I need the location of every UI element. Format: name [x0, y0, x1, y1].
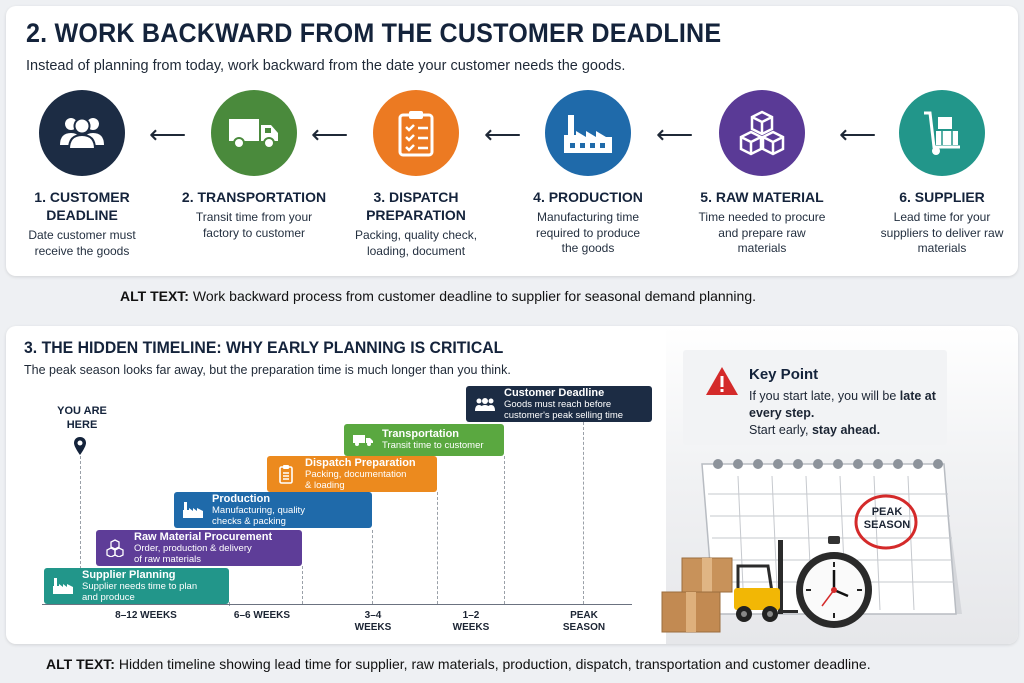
factory-icon — [545, 90, 631, 176]
key-point-text2: Start early, — [749, 423, 812, 437]
alt-label: ALT TEXT: — [120, 288, 189, 304]
stopwatch-icon — [792, 534, 876, 635]
bar-title: Customer Deadline — [504, 386, 605, 399]
step-desc: Manufacturing time required to produce t… — [535, 210, 641, 255]
step-title: 3. DISPATCH PREPARATION — [366, 189, 466, 223]
tick-label: 8–12 WEEKS — [115, 610, 177, 621]
alt-label: ALT TEXT: — [46, 656, 115, 672]
bar-title: Supplier Planning — [82, 568, 176, 581]
boxes-icon — [104, 539, 126, 557]
people-icon — [39, 90, 125, 176]
handtruck-icon — [899, 90, 985, 176]
step-title: 5. RAW MATERIAL — [700, 189, 824, 205]
tick-label: 6–6 WEEKS — [233, 610, 291, 621]
hidden-timeline-card: 3. THE HIDDEN TIMELINE: WHY EARLY PLANNI… — [6, 326, 1018, 644]
alt-text-section3: ALT TEXT: Hidden timeline showing lead t… — [46, 656, 871, 672]
bar-title: Production — [212, 492, 271, 505]
clipboard-icon — [373, 90, 459, 176]
step-title: 2. TRANSPORTATION — [181, 189, 327, 205]
key-point-text1: If you start late, you will be — [749, 389, 900, 403]
bar-desc: Manufacturing, quality checks & packing — [212, 504, 305, 527]
cardboard-boxes-icon — [660, 554, 750, 641]
tick-label: 3–4 WEEKS — [354, 610, 392, 633]
factory-icon — [182, 501, 204, 519]
key-point-bold2: stay ahead. — [811, 423, 881, 437]
step-production: 4. PRODUCTION Manufacturing time require… — [508, 90, 668, 257]
step-desc: Lead time for your suppliers to deliver … — [880, 210, 1004, 255]
left-arrow-icon: ⟵ — [839, 119, 877, 149]
people-icon — [474, 396, 496, 412]
tick-label: 1–2 WEEKS — [452, 610, 490, 633]
section2-title: 2. WORK BACKWARD FROM THE CUSTOMER DEADL… — [26, 18, 722, 48]
step-dispatch-preparation: 3. DISPATCH PREPARATION Packing, quality… — [336, 90, 496, 259]
step-transportation: 2. TRANSPORTATION Transit time from your… — [174, 90, 334, 241]
gridline — [583, 422, 584, 604]
alt-text: Work backward process from customer dead… — [192, 288, 757, 304]
bar-desc: Order, production & delivery of raw mate… — [134, 542, 252, 565]
bar-desc: Supplier needs time to plan and produce — [82, 580, 198, 603]
forklift-icon — [728, 536, 798, 631]
step-supplier: 6. SUPPLIER Lead time for your suppliers… — [862, 90, 1022, 257]
step-customer-deadline: 1. CUSTOMER DEADLINE Date customer must … — [2, 90, 162, 259]
key-point-text: If you start late, you will be late at e… — [749, 388, 939, 439]
bar-desc: Packing, documentation & loading — [305, 468, 407, 491]
gridline — [437, 492, 438, 604]
timeline-axis — [42, 604, 632, 605]
factory-icon — [52, 577, 74, 595]
key-point-bold1: late at every step. — [749, 389, 936, 420]
step-title: 4. PRODUCTION — [533, 189, 643, 205]
bar-desc: Goods must reach before customer's peak … — [504, 398, 624, 421]
gridline — [504, 456, 505, 604]
clipboard-icon — [275, 464, 297, 484]
key-point-title: Key Point — [749, 366, 819, 383]
step-desc: Time needed to procure and prepare raw m… — [698, 210, 826, 255]
you-are-here-line — [80, 456, 81, 574]
gridline — [302, 566, 303, 604]
boxes-icon — [719, 90, 805, 176]
step-title: 1. CUSTOMER DEADLINE — [34, 189, 130, 223]
left-arrow-icon: ⟵ — [149, 119, 187, 149]
left-arrow-icon: ⟵ — [311, 119, 349, 149]
step-desc: Date customer must receive the goods — [28, 228, 136, 258]
step-raw-material: 5. RAW MATERIAL Time needed to procure a… — [682, 90, 842, 257]
bar-desc: Transit time to customer — [382, 440, 484, 451]
warning-icon — [705, 366, 739, 401]
section3-title: 3. THE HIDDEN TIMELINE: WHY EARLY PLANNI… — [24, 338, 504, 357]
location-pin-icon — [73, 436, 87, 461]
alt-text: Hidden timeline showing lead time for su… — [118, 656, 871, 672]
truck-icon — [352, 433, 374, 447]
section3-subtitle: The peak season looks far away, but the … — [24, 363, 511, 377]
tick-label: PEAK SEASON — [562, 610, 606, 633]
truck-icon — [211, 90, 297, 176]
key-point-box: Key Point If you start late, you will be… — [683, 350, 947, 445]
bar-title: Raw Material Procurement — [134, 530, 273, 543]
bar-title: Transportation — [382, 428, 460, 440]
left-arrow-icon: ⟵ — [656, 119, 694, 149]
work-backward-card: 2. WORK BACKWARD FROM THE CUSTOMER DEADL… — [6, 6, 1018, 276]
you-are-here-label: YOU ARE HERE — [57, 405, 107, 431]
section2-subtitle: Instead of planning from today, work bac… — [26, 58, 626, 74]
alt-text-section2: ALT TEXT: Work backward process from cus… — [120, 288, 756, 304]
gridline — [372, 530, 373, 604]
step-desc: Packing, quality check, loading, documen… — [354, 228, 478, 258]
bar-title: Dispatch Preparation — [305, 456, 416, 469]
step-title: 6. SUPPLIER — [899, 189, 985, 205]
calendar-stamp: PEAK SEASON — [863, 506, 911, 531]
step-desc: Transit time from your factory to custom… — [195, 210, 313, 240]
left-arrow-icon: ⟵ — [484, 119, 522, 149]
